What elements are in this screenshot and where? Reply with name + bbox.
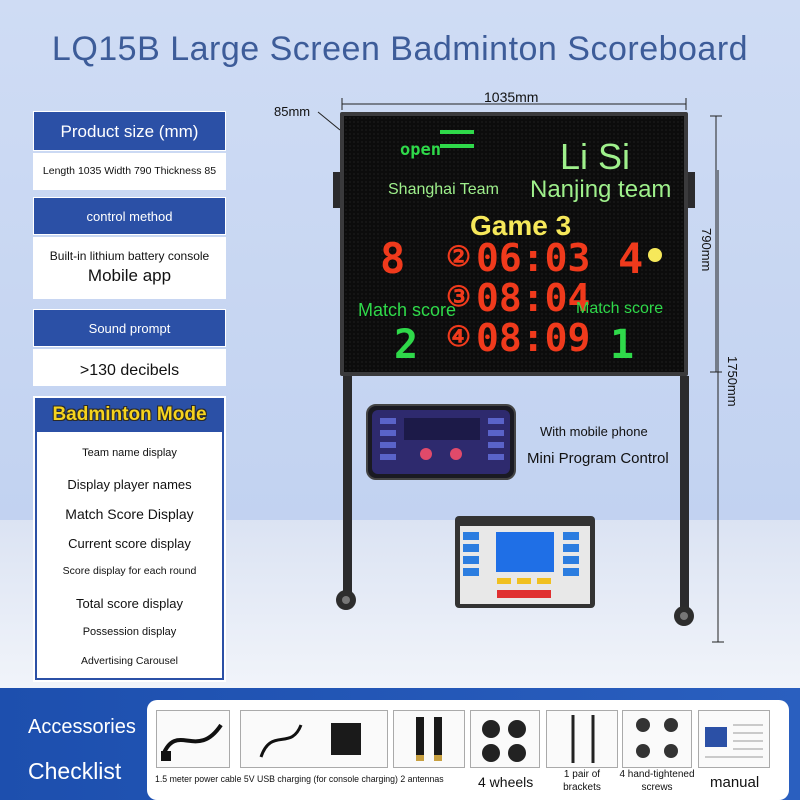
round-number: ③ <box>446 280 472 313</box>
player-name: Li Si <box>560 136 631 177</box>
usb-charger-icon <box>259 723 361 758</box>
control-value-console: Built-in lithium battery console <box>49 249 210 263</box>
console-buttons <box>463 532 579 598</box>
screws-thumb <box>622 710 692 768</box>
mode-list-background <box>37 432 222 678</box>
dimension-thickness: 85mm <box>274 104 311 119</box>
serve-indicator <box>440 130 474 134</box>
mode-item: Score display for each round <box>62 565 197 577</box>
screws-caption: 4 hand-tightened screws <box>619 769 695 793</box>
score-right: 4 <box>618 234 644 283</box>
accessories-label: Accessories <box>28 716 136 738</box>
checklist-label: Checklist <box>28 758 122 784</box>
match-label-right: Match score <box>576 300 664 317</box>
antennas-thumb <box>393 710 465 768</box>
phone-app-grid <box>380 418 504 460</box>
mode-item: Display player names <box>67 477 192 492</box>
manual-caption: manual <box>710 774 760 791</box>
bracket-icon <box>571 715 595 763</box>
score-left: 8 <box>380 234 406 283</box>
round-number: ② <box>446 240 472 273</box>
match-label-left: Match score <box>358 300 457 320</box>
mode-item: Total score display <box>76 596 183 611</box>
match-score-left: 2 <box>394 322 419 368</box>
round-score: 08:09 <box>476 316 591 360</box>
manual-thumb <box>698 710 770 768</box>
mode-item: Possession display <box>82 626 177 638</box>
power-cable-thumb <box>156 710 230 768</box>
manual-icon <box>705 724 763 758</box>
brackets-caption: 1 pair of brackets <box>563 769 601 793</box>
wheel-right-icon <box>674 606 694 626</box>
serve-indicator <box>440 144 474 148</box>
stand-clamp <box>333 172 340 208</box>
game-number: Game 3 <box>470 210 572 241</box>
power-cable-icon <box>161 723 223 761</box>
round-score: 08:04 <box>476 276 591 320</box>
possession-dot <box>648 248 662 262</box>
control-value-box: Built-in lithium battery console Mobile … <box>33 237 226 299</box>
team-right: Nanjing team <box>530 176 672 203</box>
page-title: LQ15B Large Screen Badminton Scoreboard <box>51 30 749 68</box>
mode-item: Match Score Display <box>65 506 194 522</box>
brackets-thumb <box>546 710 618 768</box>
mode-item: Team name display <box>82 447 177 459</box>
control-heading: control method <box>33 197 226 235</box>
usb-charger-thumb <box>240 710 388 768</box>
wheels-thumb <box>470 710 540 768</box>
round-number: ④ <box>446 320 472 353</box>
antenna-icon <box>416 717 442 761</box>
phone-caption-line2: Mini Program Control <box>527 450 669 467</box>
control-value-app: Mobile app <box>87 266 172 285</box>
size-heading: Product size (mm) <box>33 111 226 151</box>
phone-caption-line1: With mobile phone <box>540 424 648 439</box>
mode-item: Advertising Carousel <box>81 655 178 667</box>
stand-leg-right <box>680 376 689 616</box>
dimension-height: 790mm <box>699 228 714 272</box>
sound-value: >130 decibels <box>33 349 226 386</box>
scoreboard <box>340 112 688 376</box>
dimension-width: 1035mm <box>484 89 539 105</box>
cable-caption: 1.5 meter power cable 5V USB charging (f… <box>155 774 444 785</box>
dimension-lines <box>317 98 724 643</box>
dimension-total-height: 1750mm <box>725 356 740 407</box>
mode-title: Badminton Mode <box>52 404 207 425</box>
open-label: open <box>400 140 441 160</box>
led-matrix <box>344 116 684 372</box>
wheel-left-icon <box>336 590 356 610</box>
console-screen <box>496 532 554 572</box>
screw-icon <box>636 718 678 758</box>
wheels-caption: 4 wheels <box>478 774 534 790</box>
wheel-icon <box>482 720 526 762</box>
sound-heading: Sound prompt <box>33 309 226 347</box>
team-left: Shanghai Team <box>388 181 499 198</box>
round-score: 06:03 <box>476 236 591 280</box>
stand-leg-left <box>343 376 352 606</box>
stand-clamp <box>688 172 695 208</box>
size-value: Length 1035 Width 790 Thickness 85 <box>33 153 226 190</box>
match-score-right: 1 <box>610 322 635 368</box>
mode-item: Current score display <box>68 536 191 551</box>
